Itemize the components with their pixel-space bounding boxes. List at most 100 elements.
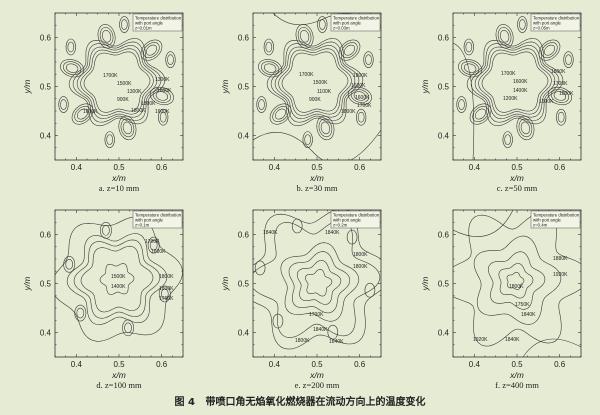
contour-label: 1800K: [353, 264, 368, 270]
x-tick-label: 0.4: [269, 360, 281, 369]
contour-lines: [58, 16, 176, 148]
contour-label: 1800K: [131, 108, 146, 114]
contour-label: 1700K: [553, 81, 568, 87]
legend-line: z=0.01m: [135, 26, 152, 31]
contour-label: 1800K: [141, 101, 156, 107]
contour-label: 1800K: [295, 338, 310, 344]
contour-label: 1600K: [355, 95, 370, 101]
y-tick-label: 0.6: [40, 231, 52, 240]
y-tick-label: 0.4: [40, 132, 52, 141]
contour-label: 1800K: [159, 286, 174, 292]
contour-label: 1800K: [551, 69, 566, 75]
legend-line: Temperature distribution: [135, 213, 182, 218]
y-tick-label: 0.5: [438, 280, 450, 289]
contour-label: 1840K: [505, 337, 520, 343]
figure-title: 带喷口角无焰氧化燃烧器在流动方向上的温度变化: [205, 397, 426, 408]
contour-label: 1600K: [539, 99, 554, 105]
contour-label: 1840K: [313, 327, 328, 333]
contour-label: 1800K: [559, 91, 574, 97]
x-axis-label: x/m: [509, 370, 524, 380]
legend-line: with port angle: [533, 218, 562, 223]
contour-label: 1800K: [341, 109, 356, 115]
contour-label: 1920K: [473, 337, 488, 343]
contour-label: 1600K: [157, 88, 172, 94]
x-tick-label: 0.4: [469, 360, 481, 369]
contour-label: 1800K: [353, 73, 368, 79]
x-tick-label: 0.4: [269, 163, 281, 172]
contour-label: 1750K: [515, 302, 530, 308]
panel-caption: a. z=10 mm: [98, 183, 140, 193]
contour-label: 1300K: [155, 77, 170, 83]
figure-label: 图 4: [174, 397, 195, 408]
figure-caption: 图 4 带喷口角无焰氧化燃烧器在流动方向上的温度变化: [0, 393, 600, 408]
y-axis-label: y/m: [220, 277, 230, 292]
legend-line: with port angle: [333, 21, 362, 26]
y-tick-label: 0.6: [438, 34, 450, 43]
contour-label: 1920K: [553, 272, 568, 278]
legend-line: z=0.2m: [333, 223, 348, 228]
panel-caption: f. z=400 mm: [495, 380, 539, 390]
contour-label: 1840K: [263, 230, 278, 236]
legend-line: Temperature distribution: [333, 213, 380, 218]
legend-line: Temperature distribution: [533, 16, 580, 21]
x-axis-label: x/m: [111, 173, 126, 183]
y-tick-label: 0.6: [238, 34, 250, 43]
y-axis-label: y/m: [420, 80, 430, 95]
contour-label: 900K: [117, 97, 129, 103]
contour-lines: [453, 210, 581, 357]
contour-label: 1800K: [509, 284, 524, 290]
contour-label: 900K: [309, 97, 321, 103]
contour-label: 1800K: [159, 274, 174, 280]
contour-label: 1400K: [513, 88, 528, 94]
x-tick-label: 0.5: [311, 163, 323, 172]
y-tick-label: 0.4: [238, 132, 250, 141]
contour-label: 1600K: [151, 249, 166, 255]
y-tick-label: 0.6: [40, 34, 52, 43]
contour-label: 1880K: [553, 256, 568, 262]
ticks: [252, 209, 382, 358]
x-axis-label: x/m: [309, 370, 324, 380]
y-tick-label: 0.5: [438, 83, 450, 92]
y-tick-label: 0.6: [438, 231, 450, 240]
x-tick-label: 0.5: [113, 163, 125, 172]
panel-caption: e. z=200 mm: [294, 380, 340, 390]
x-tick-label: 0.6: [156, 360, 168, 369]
legend-line: Temperature distribution: [135, 16, 182, 21]
contour-label: 1760K: [159, 296, 174, 302]
x-tick-label: 0.6: [354, 163, 366, 172]
y-tick-label: 0.5: [40, 280, 52, 289]
y-axis-label: y/m: [22, 80, 32, 95]
panel-caption: b. z=30 mm: [296, 183, 338, 193]
y-tick-label: 0.4: [40, 329, 52, 338]
x-axis-label: x/m: [111, 370, 126, 380]
y-tick-label: 0.5: [238, 83, 250, 92]
y-tick-label: 0.4: [238, 329, 250, 338]
legend-line: z=0.4m: [533, 223, 548, 228]
x-tick-label: 0.6: [156, 163, 168, 172]
x-tick-label: 0.4: [71, 360, 83, 369]
contour-label: 1840K: [325, 230, 340, 236]
legend-line: z=0.05m: [533, 26, 550, 31]
ticks: [54, 209, 184, 358]
panel-caption: c. z=50 mm: [496, 183, 538, 193]
panel-caption: d. z=100 mm: [96, 380, 142, 390]
x-tick-label: 0.6: [554, 163, 566, 172]
contour-label: 1800K: [353, 252, 368, 258]
x-tick-label: 0.6: [554, 360, 566, 369]
x-tick-label: 0.4: [71, 163, 83, 172]
legend-line: with port angle: [135, 218, 164, 223]
x-tick-label: 0.4: [469, 163, 481, 172]
